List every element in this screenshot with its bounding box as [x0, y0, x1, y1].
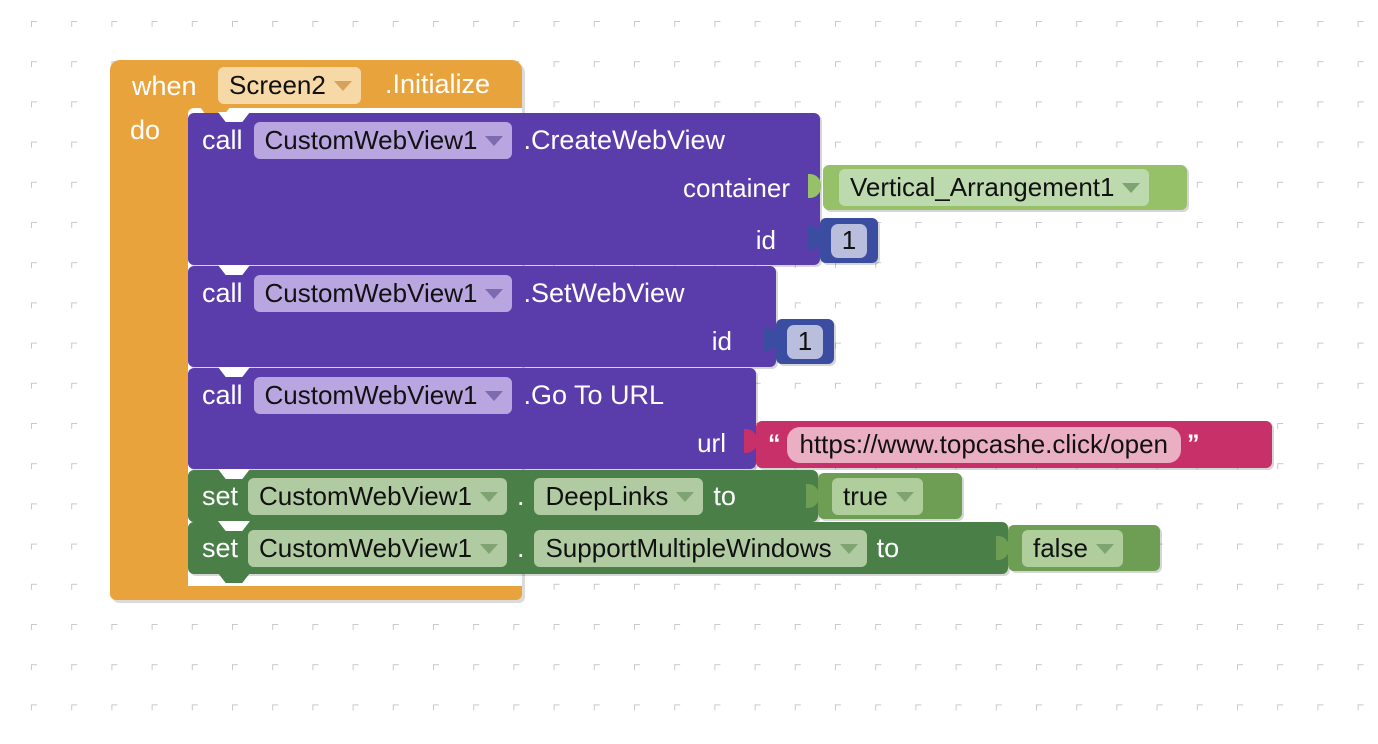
set-keyword: set — [202, 533, 239, 563]
component-label: CustomWebView1 — [264, 380, 478, 410]
component-dropdown-customwebview[interactable]: CustomWebView1 — [253, 275, 513, 312]
arg-label-url: url — [697, 428, 726, 458]
call-block-go-to-url[interactable]: call CustomWebView1 .Go To URL url — [188, 367, 757, 469]
socket-value-supportmultiplewindows[interactable] — [996, 533, 1009, 563]
number-field[interactable]: 1 — [786, 324, 824, 359]
component-label: CustomWebView1 — [264, 125, 478, 155]
property-label: SupportMultipleWindows — [545, 533, 832, 563]
block-notch-top — [218, 367, 250, 377]
value-block-logic-true[interactable]: true — [818, 473, 962, 519]
value-block-logic-false[interactable]: false — [1008, 525, 1160, 571]
logic-dropdown-true[interactable]: true — [832, 477, 923, 515]
set-keyword: set — [202, 481, 239, 511]
socket-id[interactable] — [808, 223, 821, 253]
do-label: do — [130, 115, 161, 145]
chevron-down-icon[interactable] — [333, 81, 352, 91]
call-block-setwebview[interactable]: call CustomWebView1 .SetWebView id — [188, 265, 777, 367]
chevron-down-icon[interactable] — [479, 544, 498, 554]
component-label: CustomWebView1 — [259, 481, 472, 511]
screen-component-dropdown[interactable]: Screen2 — [218, 67, 361, 104]
logic-dropdown-false[interactable]: false — [1022, 529, 1123, 567]
socket-id[interactable] — [764, 324, 777, 354]
screen-component-label: Screen2 — [229, 70, 326, 100]
arg-label-id: id — [755, 225, 776, 255]
component-label: CustomWebView1 — [264, 278, 478, 308]
chevron-down-icon[interactable] — [485, 289, 504, 299]
component-label: Vertical_Arrangement1 — [850, 172, 1115, 202]
arg-label-container: container — [683, 173, 790, 203]
block-notch-top — [218, 521, 250, 531]
value-block-component-vertical-arrangement[interactable]: Vertical_Arrangement1 — [823, 165, 1187, 210]
component-dropdown-customwebview[interactable]: CustomWebView1 — [253, 377, 513, 414]
when-label: when — [132, 71, 197, 101]
logic-label: false — [1033, 532, 1088, 563]
property-dropdown-deeplinks[interactable]: DeepLinks — [534, 478, 704, 515]
chevron-down-icon[interactable] — [839, 544, 858, 554]
call-keyword: call — [202, 278, 243, 308]
chevron-down-icon[interactable] — [1095, 543, 1114, 554]
separator-dot: . — [516, 481, 525, 511]
set-block-supportmultiplewindows[interactable]: set CustomWebView1 . SupportMultipleWind… — [188, 521, 1009, 583]
component-dropdown-customwebview[interactable]: CustomWebView1 — [248, 478, 507, 515]
call-block-createwebview[interactable]: call CustomWebView1 .CreateWebView conta… — [188, 112, 821, 265]
chevron-down-icon[interactable] — [485, 391, 504, 401]
arg-label-id: id — [711, 326, 732, 356]
chevron-down-icon[interactable] — [895, 491, 914, 502]
block-nub-bottom — [218, 573, 250, 583]
chevron-down-icon[interactable] — [485, 136, 504, 146]
separator-dot: . — [516, 533, 525, 563]
method-name-label: .CreateWebView — [523, 125, 726, 155]
close-quote: ” — [1187, 430, 1200, 458]
call-keyword: call — [202, 125, 243, 155]
to-keyword: to — [876, 533, 900, 563]
value-block-number-1-setwebview[interactable]: 1 — [776, 319, 834, 364]
call-keyword: call — [202, 380, 243, 410]
value-block-text-url[interactable]: “ https://www.topcashe.click/open ” — [756, 421, 1272, 468]
chevron-down-icon[interactable] — [479, 492, 498, 502]
logic-label: true — [843, 480, 888, 511]
socket-value-deeplinks[interactable] — [806, 481, 819, 511]
socket-container[interactable] — [808, 171, 821, 201]
component-dropdown-customwebview[interactable]: CustomWebView1 — [248, 530, 507, 567]
chevron-down-icon[interactable] — [1122, 183, 1141, 193]
event-name-label: .Initialize — [385, 69, 491, 99]
value-block-number-1[interactable]: 1 — [820, 218, 878, 263]
method-name-label: .Go To URL — [523, 380, 665, 410]
chevron-down-icon[interactable] — [676, 492, 695, 502]
property-dropdown-supportmultiplewindows[interactable]: SupportMultipleWindows — [534, 530, 867, 567]
to-keyword: to — [713, 481, 736, 511]
method-name-label: .SetWebView — [523, 278, 685, 308]
open-quote: “ — [768, 430, 781, 458]
socket-url[interactable] — [744, 426, 757, 456]
block-notch-top — [218, 265, 250, 275]
component-dropdown-customwebview[interactable]: CustomWebView1 — [253, 122, 513, 159]
text-input-field[interactable]: https://www.topcashe.click/open — [786, 426, 1182, 463]
component-dropdown-vertical-arrangement[interactable]: Vertical_Arrangement1 — [839, 169, 1150, 206]
block-notch-top — [218, 112, 250, 122]
component-label: CustomWebView1 — [259, 533, 472, 563]
number-field[interactable]: 1 — [830, 223, 868, 258]
set-block-deeplinks[interactable]: set CustomWebView1 . DeepLinks to — [188, 469, 819, 522]
property-label: DeepLinks — [545, 481, 669, 511]
block-notch-top — [218, 469, 250, 479]
